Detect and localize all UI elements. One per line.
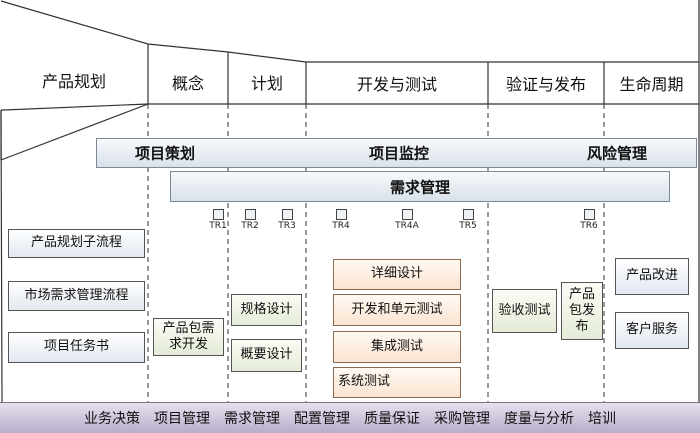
box-integration-test: 集成测试 [333,331,461,363]
tr-label: TR2 [241,221,259,231]
tr-milestone: TR5 [453,209,483,231]
tr-milestone: TR1 [203,209,233,231]
tr-label: TR5 [459,221,477,231]
box-package-requirements: 产品包需求开发 [153,318,224,356]
tr-label: TR1 [209,221,227,231]
band-label-requirements: 需求管理 [389,178,450,196]
box-detailed-design: 详细设计 [333,259,461,290]
tr-label: TR6 [580,221,598,231]
tr-label: TR4A [395,221,419,231]
support-item: 培训 [588,411,616,427]
tr-label: TR4 [332,221,350,231]
box-high-level-design: 概要设计 [231,339,302,372]
requirements-band: 需求管理 [170,171,670,202]
box-market-requirements-process: 市场需求管理流程 [8,281,145,311]
support-item: 质量保证 [364,411,420,427]
support-item: 业务决策 [84,411,140,427]
phase-plan: 计划 [250,74,283,93]
support-item: 需求管理 [224,411,280,427]
box-package-release: 产品包发布 [561,282,603,340]
phase-verify-release: 验证与发布 [505,75,586,94]
tr-label: TR3 [278,221,296,231]
support-item: 项目管理 [154,411,210,427]
support-item: 度量与分析 [504,411,574,427]
support-processes-bar: 业务决策 项目管理 需求管理 配置管理 质量保证 采购管理 度量与分析 培训 [0,402,700,433]
box-product-improvement: 产品改进 [615,258,689,295]
box-customer-service: 客户服务 [615,312,689,349]
box-system-test: 系统测试 [333,367,461,398]
tr-milestone: TR6 [574,209,604,231]
support-item: 采购管理 [434,411,490,427]
box-product-planning-subprocess: 产品规划子流程 [8,229,145,258]
band-label-monitoring: 项目监控 [369,144,430,163]
phase-lifecycle: 生命周期 [619,75,684,94]
tr-milestone: TR3 [272,209,302,231]
tr-milestone: TR4 [326,209,356,231]
box-spec-design: 规格设计 [231,294,302,326]
tr-milestone: TR4A [392,209,422,231]
phase-concept: 概念 [171,74,204,93]
phase-develop-test: 开发与测试 [356,75,437,94]
phase-product-planning: 产品规划 [41,72,106,91]
band-label-planning: 项目策划 [135,144,196,163]
box-acceptance-test: 验收测试 [492,289,557,333]
support-item: 配置管理 [294,411,350,427]
box-project-charter: 项目任务书 [8,332,145,363]
tr-milestone: TR2 [235,209,265,231]
project-management-band: 项目策划 项目监控 风险管理 [96,138,697,168]
band-label-risk: 风险管理 [587,144,648,163]
box-dev-unit-test: 开发和单元测试 [333,294,461,326]
